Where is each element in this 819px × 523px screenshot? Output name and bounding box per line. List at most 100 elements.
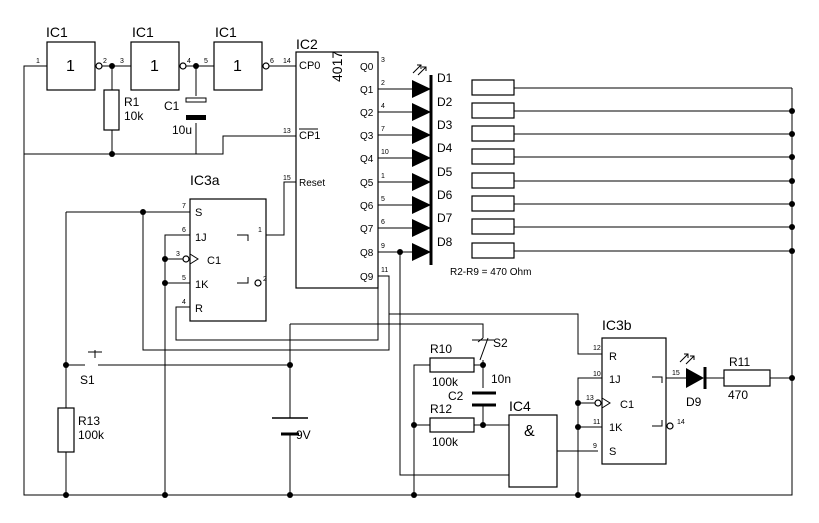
ic3a-pin-name: R	[195, 303, 203, 315]
switch-s1	[66, 350, 290, 366]
wire-s1-r13	[65, 211, 143, 495]
capacitor-c1-plate-negative	[186, 115, 206, 120]
led-diode-d7	[412, 219, 431, 237]
ic2-output-pin: 9	[381, 243, 385, 250]
c2-name: C2	[448, 389, 464, 403]
junction-dot	[162, 492, 168, 498]
ic1-pin-2: 2	[103, 58, 107, 65]
ic2-output-pin: 4	[381, 103, 385, 110]
resistor-r12	[429, 417, 475, 433]
led-bank: D1 D2 D3 D4 D5 D6 D7 D8	[378, 64, 795, 381]
ic3a-q-symbol	[237, 234, 249, 241]
ic1-gate-2-symbol: 1	[150, 58, 159, 75]
junction-dot	[575, 492, 581, 498]
junction-dot	[397, 249, 403, 255]
ic3b-qbar-symbol	[652, 420, 663, 427]
junction-dot	[287, 362, 293, 368]
ic1-inverter-chain: IC1 IC1 IC1 1 1 1 1 2 3 4 5 6 R1 10k C1 …	[23, 24, 296, 157]
junction-dot	[162, 256, 168, 262]
battery-value: 9V	[296, 428, 311, 442]
ic2-output-name: Q9	[360, 272, 374, 283]
ic2-output-pin-numbers: 3 2 4 7 10 1 5 6 9 11	[381, 57, 389, 274]
d9-emission-arrows	[679, 353, 695, 365]
ic1-label-2: IC1	[132, 24, 154, 40]
wire-ic3b-r	[389, 313, 602, 355]
ic3a-qbar-bubble	[254, 279, 262, 287]
r13-name: R13	[78, 414, 100, 428]
c1-name: C1	[164, 99, 180, 113]
ic1-gate-3-symbol: 1	[233, 58, 242, 75]
wire-supply-to-s2	[290, 323, 484, 338]
resistor-r11	[723, 369, 771, 387]
ic3b-pin-num: 10	[593, 371, 601, 378]
ic3b-out-qbar-pin: 14	[677, 419, 685, 426]
ic3b-qbar-bubble	[666, 422, 674, 430]
ic2-output-name: Q0	[360, 62, 374, 73]
resistor-r13	[57, 407, 75, 453]
ic4-label: IC4	[509, 398, 531, 414]
ic1-gate-3	[213, 41, 263, 91]
r13-value: 100k	[78, 428, 105, 442]
led-label: D7	[437, 211, 453, 225]
r12-value: 100k	[432, 435, 459, 449]
d9-label: D9	[686, 395, 702, 409]
ic2-output-pin: 5	[381, 196, 385, 203]
led-series-resistors	[471, 79, 515, 259]
junction-dot	[109, 63, 115, 69]
ic2-output-pin: 2	[381, 80, 385, 87]
ic2-pin-cp1-num: 13	[283, 128, 291, 135]
ic2-pin-cp0-num: 14	[283, 58, 291, 65]
resistor-r4	[471, 125, 515, 142]
ic3a-pin-num: 3	[176, 251, 180, 258]
ic1-pin-6: 6	[270, 58, 274, 65]
wire-ic3a-r	[175, 288, 379, 341]
r11-value: 470	[728, 388, 748, 402]
ic3b-pin-name: 1K	[609, 422, 623, 434]
ic3a-pin-num: 4	[182, 299, 186, 306]
s2-label: S2	[493, 336, 508, 350]
ic3b-q-symbol	[652, 376, 663, 383]
ic1-gate-2-inversion-bubble	[179, 62, 187, 70]
emission-arrow	[412, 64, 422, 74]
wires-q-to-leds	[378, 88, 412, 253]
wire-supply-rail	[23, 88, 793, 496]
ic2-pin-reset-num: 15	[283, 175, 291, 182]
r11-name: R11	[729, 355, 750, 369]
r10-name: R10	[430, 342, 452, 356]
resistor-r5	[471, 148, 515, 165]
ic3b-pin-num: 9	[593, 443, 597, 450]
ic2-output-pin: 11	[381, 267, 388, 274]
ic2-output-name: Q7	[360, 224, 374, 235]
ic3b-pin-num: 13	[586, 395, 594, 402]
junction-dot	[162, 280, 168, 286]
wire-ic3a-j-to-ground	[164, 234, 190, 495]
resistor-r2	[471, 79, 515, 96]
s1-label: S1	[80, 373, 95, 387]
led-diode-d1	[412, 80, 431, 98]
ic3a-clock-bubble	[182, 255, 190, 263]
ic2-pin-cp0-name: CP0	[299, 60, 320, 72]
led-label: D4	[437, 141, 453, 155]
led-diode-d9	[686, 368, 704, 388]
ic3a-label: IC3a	[190, 172, 220, 188]
ic2-output-pin: 1	[381, 173, 385, 180]
c1-value: 10u	[172, 123, 192, 137]
ic2-output-pin: 6	[381, 219, 385, 226]
ic3b-label: IC3b	[602, 317, 632, 333]
ic2-output-name: Q3	[360, 131, 374, 142]
r12-name: R12	[430, 402, 452, 416]
led-label: D3	[437, 118, 453, 132]
ic2-output-name: Q2	[360, 108, 374, 119]
ic1-pin-1: 1	[36, 58, 40, 65]
r10-value: 100k	[432, 375, 459, 389]
led-diode-d6	[412, 196, 431, 214]
ic3a-out-q-pin: 1	[258, 227, 262, 234]
ic3a-pin-name: S	[195, 207, 202, 219]
led-emission-arrows	[412, 64, 427, 76]
ic2-output-labels: Q0 Q1 Q2 Q3 Q4 Q5 Q6 Q7 Q8 Q9	[360, 62, 374, 283]
ic4-symbol: &	[524, 423, 535, 440]
ic3a-pin-num: 6	[182, 227, 186, 234]
wire-q8-to-ic4	[399, 252, 509, 476]
ic3a-clock-triangle	[189, 253, 199, 265]
ic2-output-name: Q6	[360, 201, 374, 212]
